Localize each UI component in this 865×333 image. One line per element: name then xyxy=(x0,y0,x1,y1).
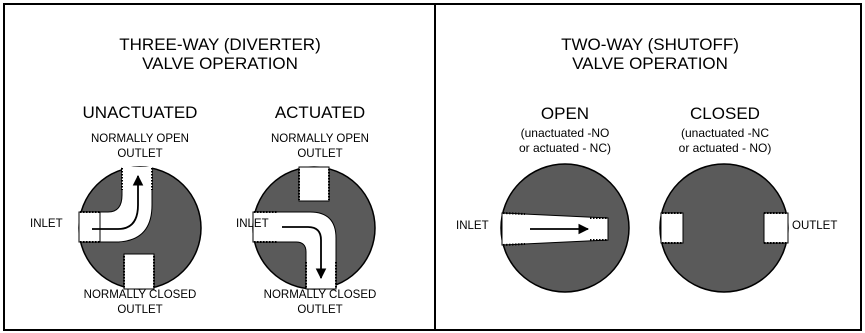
two-way-title-line2: VALVE OPERATION xyxy=(572,54,728,73)
bottom-outlet-port xyxy=(123,253,155,290)
open-note-line1: (unactuated -NO xyxy=(520,126,610,140)
actuated-top-outlet-line2: OUTLET xyxy=(297,148,343,160)
three-way-title-line2: VALVE OPERATION xyxy=(142,54,298,73)
actuated-bottom-outlet-line2: OUTLET xyxy=(297,304,343,316)
open-note-line2: or actuated - NC) xyxy=(518,141,612,155)
actuated-top-outlet-line1: NORMALLY OPEN xyxy=(271,133,369,145)
valve-open xyxy=(500,163,630,293)
actuated-bottom-outlet-line1: NORMALLY CLOSED xyxy=(263,289,377,301)
flow-arrow xyxy=(282,226,327,280)
three-way-title-line1: THREE-WAY (DIVERTER) xyxy=(119,35,321,54)
valve-unactuated xyxy=(78,166,202,290)
unactuated-bottom-outlet-line1: NORMALLY CLOSED xyxy=(83,289,197,301)
two-way-panel xyxy=(434,3,862,331)
unactuated-bottom-outlet-line2: OUTLET xyxy=(117,304,163,316)
outlet-port xyxy=(763,212,789,244)
open-inlet-label: INLET xyxy=(456,220,489,232)
closed-label: CLOSED xyxy=(690,104,760,123)
valve-actuated xyxy=(252,166,376,290)
actuated-label: ACTUATED xyxy=(274,103,366,122)
unactuated-inlet-label: INLET xyxy=(30,218,63,230)
closed-note-line1: (unactuated -NC xyxy=(680,126,770,140)
valve-closed xyxy=(659,163,789,293)
unactuated-top-outlet-line1: NORMALLY OPEN xyxy=(91,133,189,145)
top-outlet-port xyxy=(298,166,330,202)
flow-arrow xyxy=(92,174,144,230)
flow-passage xyxy=(252,211,337,290)
closed-note-line2: or actuated - NO) xyxy=(678,141,772,155)
inlet-port xyxy=(660,212,684,244)
two-way-title-line1: TWO-WAY (SHUTOFF) xyxy=(561,35,739,54)
closed-outlet-label: OUTLET xyxy=(792,220,838,232)
open-label: OPEN xyxy=(540,104,590,123)
top-outlet-port xyxy=(122,167,152,189)
actuated-inlet-label: INLET xyxy=(236,218,269,230)
unactuated-top-outlet-line2: OUTLET xyxy=(117,148,163,160)
unactuated-label: UNACTUATED xyxy=(82,103,198,122)
